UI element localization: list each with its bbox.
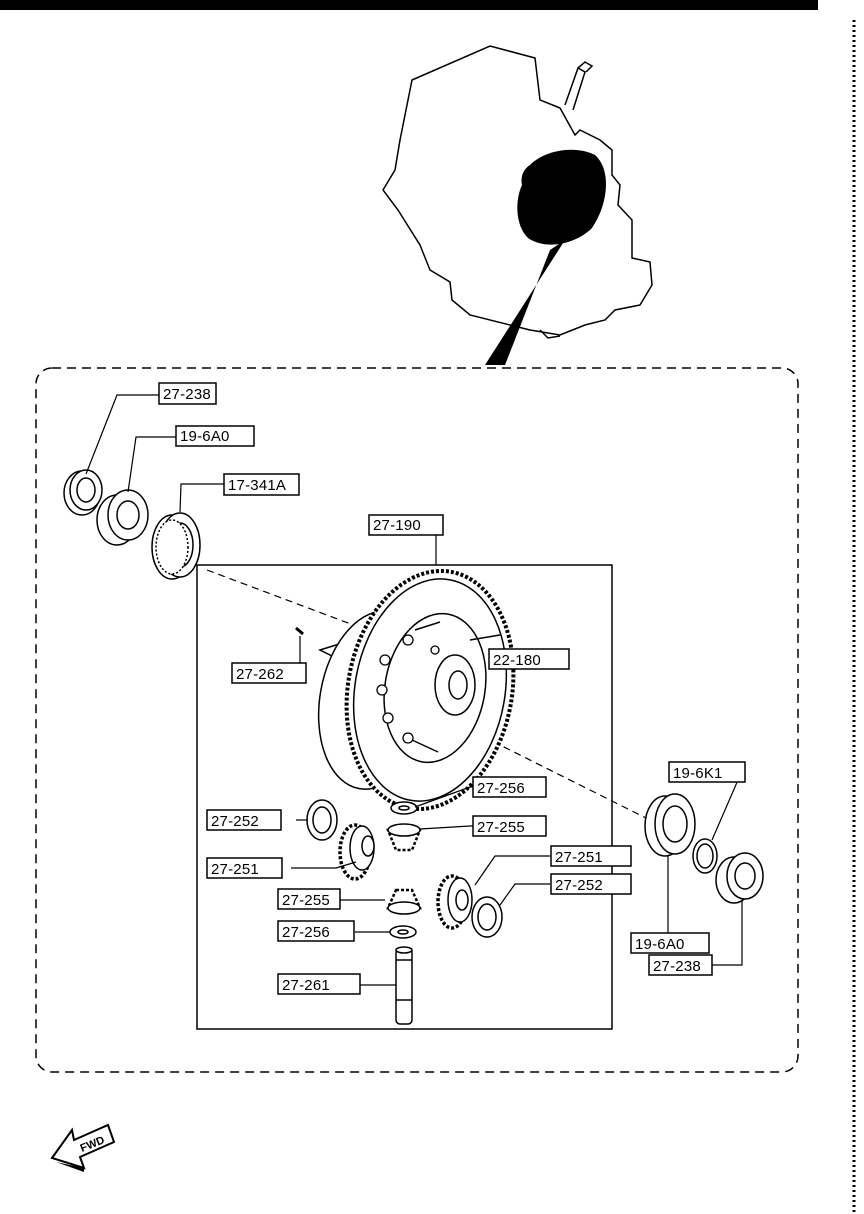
label-27-238-right: 27-238: [653, 958, 701, 975]
label-27-255-bottom: 27-255: [282, 892, 330, 909]
label-27-261: 27-261: [282, 977, 330, 994]
pinion-washer-27-256-top: [390, 801, 418, 815]
label-boxes: [158, 382, 746, 995]
label-19-6A0-left: 19-6A0: [180, 428, 230, 445]
ring-gear-22-180: [317, 568, 516, 812]
label-27-262: 27-262: [236, 666, 284, 683]
label-27-238-left: 27-238: [163, 386, 211, 403]
label-27-252-right: 27-252: [555, 877, 603, 894]
side-gear-27-251-left: [338, 823, 375, 881]
pinion-gear-27-255-top: [386, 823, 422, 852]
top-border-bar: [0, 0, 818, 10]
callout-pointer: [485, 240, 565, 365]
shim-19-6K1: [692, 838, 718, 874]
differential-highlight: [517, 149, 607, 245]
label-27-252-left: 27-252: [211, 813, 259, 830]
label-27-255-top: 27-255: [477, 819, 525, 836]
left-oil-seal-27-238: [63, 469, 103, 516]
left-bearing-19-6A0: [96, 489, 149, 546]
speedometer-drive-gear-17-341A: [151, 512, 201, 580]
right-bearing-19-6A0: [644, 793, 696, 857]
pinion-gear-27-255-bottom: [386, 888, 422, 915]
label-27-256-top: 27-256: [477, 780, 525, 797]
case-assembly-box: [196, 564, 613, 1030]
label-27-256-bottom: 27-256: [282, 924, 330, 941]
ring-gear-bolt-holes: [376, 634, 440, 744]
side-gear-washer-27-252-right: [471, 896, 503, 938]
side-gear-washer-27-252-left: [306, 799, 338, 841]
label-17-341A: 17-341A: [228, 477, 286, 494]
label-19-6K1: 19-6K1: [673, 765, 723, 782]
label-22-180: 22-180: [493, 652, 541, 669]
side-gear-27-251-right: [436, 874, 473, 930]
forward-direction-arrow-icon: FWD: [50, 1123, 116, 1172]
pinion-washer-27-256-bottom: [389, 925, 417, 939]
label-27-251-left: 27-251: [211, 861, 259, 878]
label-27-190: 27-190: [373, 517, 421, 534]
label-27-251-right: 27-251: [555, 849, 603, 866]
label-19-6A0-right: 19-6A0: [635, 936, 685, 953]
transaxle-outline: [382, 45, 653, 339]
lock-pin-27-262: [295, 626, 304, 636]
right-oil-seal-27-238: [715, 852, 764, 904]
assembly-dashed-border: [35, 367, 799, 1073]
pinion-shaft-27-261: [395, 946, 413, 1025]
